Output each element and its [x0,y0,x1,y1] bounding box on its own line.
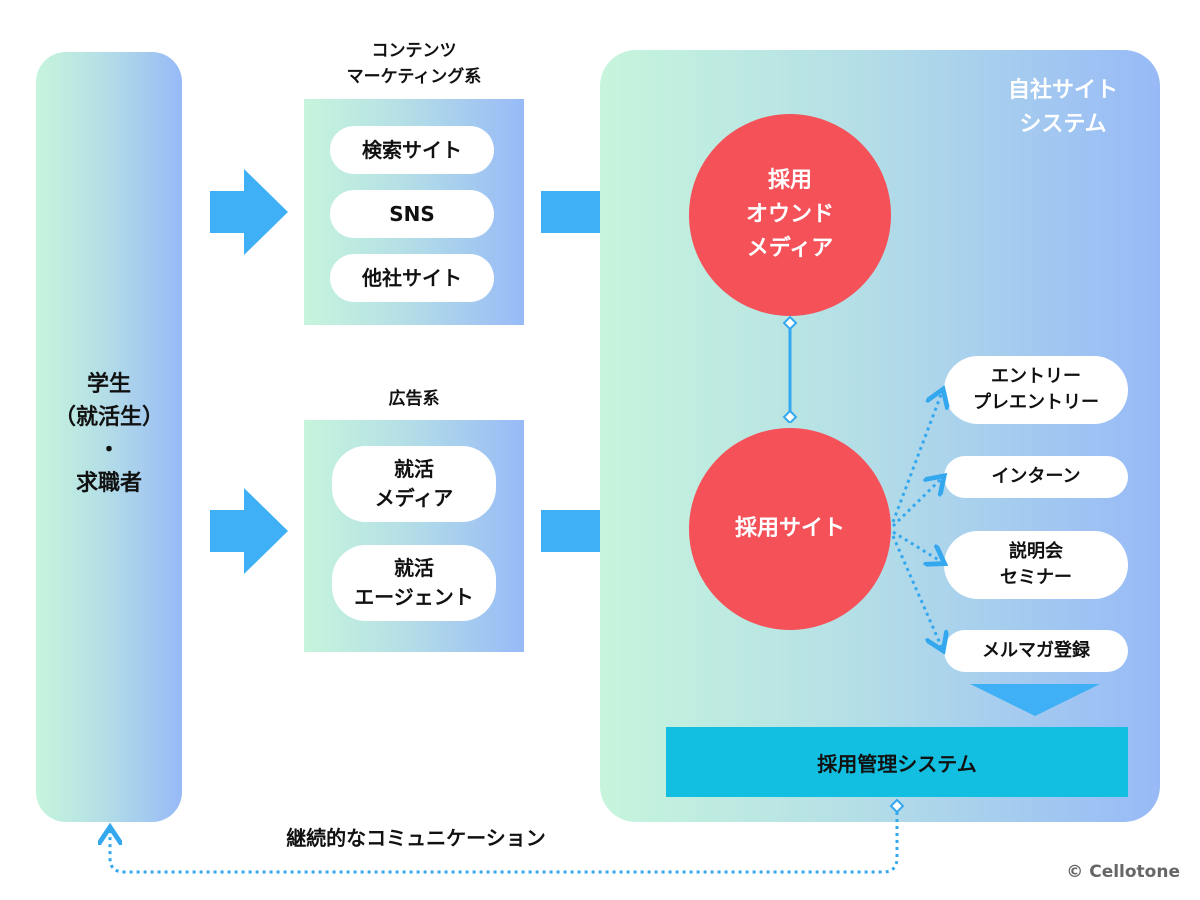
recruit-site-circle: 採用サイト [689,428,891,630]
channel-sns: SNS [330,190,494,238]
action-newsletter: メルマガ登録 [944,630,1128,672]
own-site-system-title: 自社サイト システム [1007,78,1118,138]
down-triangle-icon [970,684,1100,716]
channel-other-site: 他社サイト [330,254,494,302]
advertising-title: 広告系 [388,389,440,409]
communication-label: 継続的なコミュニケーション [286,826,546,850]
action-entry: エントリー プレエントリー [944,356,1128,424]
owned-media-circle: 採用 オウンド メディア [689,114,891,316]
student-column [36,52,182,822]
action-seminar: 説明会 セミナー [944,531,1128,599]
ats-label: 採用管理システム [817,751,977,776]
copyright: © Cellotone [1066,862,1180,882]
student-label: 学生 （就活生） ・ 求職者 [53,372,164,496]
circle-connector [782,315,798,423]
channel-job-agent: 就活 エージェント [332,545,496,621]
arrow-to-content-marketing [210,169,288,255]
channel-search-site: 検索サイト [330,126,494,174]
ats-bar: 採用管理システム [666,727,1128,797]
channel-job-media: 就活 メディア [332,446,496,522]
action-internship: インターン [944,456,1128,498]
arrow-to-advertising [210,488,288,574]
content-marketing-title: コンテンツ マーケティング系 [346,41,482,88]
